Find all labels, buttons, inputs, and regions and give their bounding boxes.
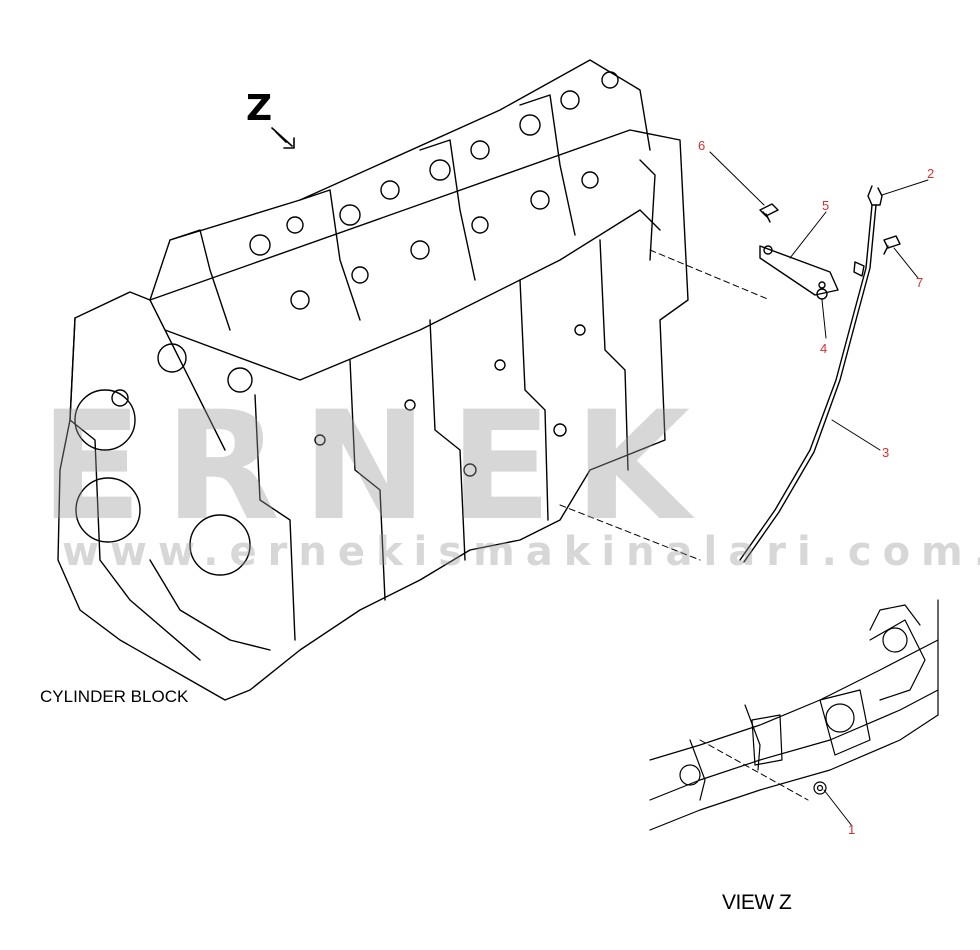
cylinder-block-title: CYLINDER BLOCK <box>40 687 189 706</box>
part-5-bracket <box>759 245 839 296</box>
part-7-bolt <box>883 235 901 255</box>
view-z-arrow <box>271 127 295 149</box>
callout-2: 2 <box>927 166 935 181</box>
callout-6: 6 <box>698 138 706 153</box>
callout-4: 4 <box>820 341 828 356</box>
watermark-site: www.ernekismakinalari.com.tr <box>62 529 980 575</box>
part-4-nut <box>816 288 828 300</box>
exploded-parts <box>709 151 929 827</box>
cylinder-block-drawing <box>57 59 689 701</box>
callout-7: 7 <box>916 275 924 290</box>
dashed-leader-lines <box>559 249 809 801</box>
watermark-brand: ERNEK <box>40 380 713 554</box>
callout-3: 3 <box>882 445 890 460</box>
view-z-detail <box>649 599 939 831</box>
callout-5: 5 <box>822 198 830 213</box>
part-6-bolt <box>759 203 779 223</box>
callout-1: 1 <box>848 822 856 837</box>
view-z-title: VIEW Z <box>722 891 792 914</box>
part-3-dipstick <box>739 185 883 563</box>
view-marker-z: Z <box>246 88 273 129</box>
